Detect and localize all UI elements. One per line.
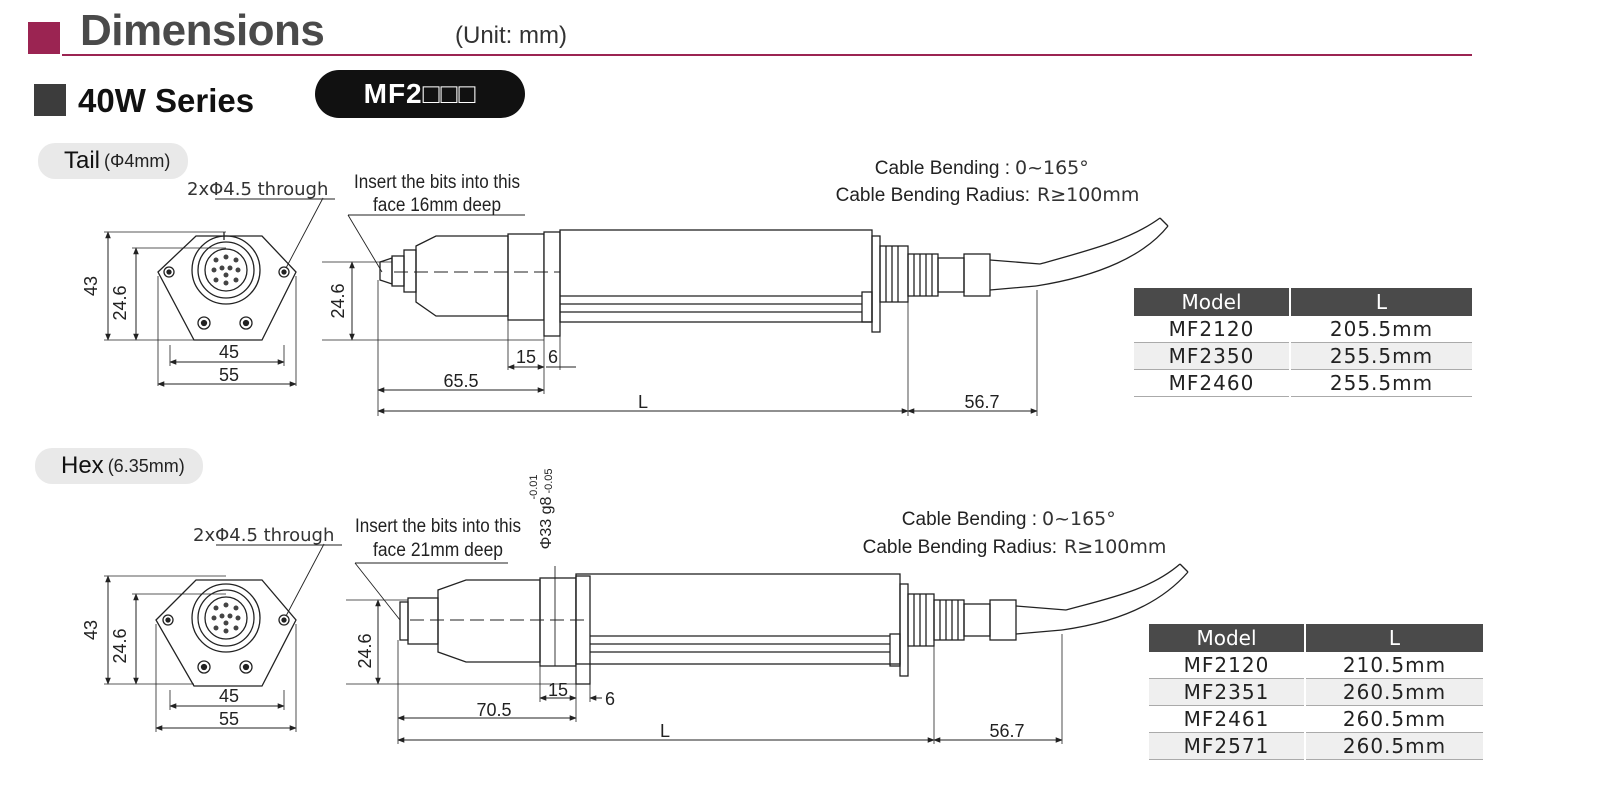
hex-fit-label: Φ33 g8: [538, 497, 555, 550]
table-cell: 205.5mm: [1290, 316, 1472, 343]
tail-side-view: [322, 214, 1169, 416]
hex-dim-body-height: 24.6: [355, 633, 375, 668]
hex-label-sub: (6.35mm): [107, 455, 185, 476]
hex-dim-seg2: 6: [605, 689, 615, 709]
table-header-row: Model L: [1149, 624, 1483, 652]
hex-fit-tol-lower: -0.05: [543, 468, 555, 493]
tail-dim-flange-height: 43: [81, 276, 101, 296]
hex-dim-flange-outer: 55: [219, 709, 239, 729]
tail-label-sub: (Φ4mm): [104, 150, 171, 171]
hex-dim-length: L: [660, 721, 670, 741]
table-cell: MF2120: [1149, 652, 1306, 679]
tail-dim-length: L: [638, 392, 648, 412]
tail-dim-flange-outer: 55: [219, 365, 239, 385]
tail-dim-lead: 65.5: [443, 371, 478, 391]
hex-cable-radius-label: Cable Bending Radius:: [863, 537, 1057, 558]
hex-insert-note-2: face 21mm deep: [373, 540, 503, 561]
hex-fit-tol-upper: -0.01: [528, 474, 540, 499]
hex-dim-flange-inner: 45: [219, 686, 239, 706]
hex-dim-seg1: 15: [548, 680, 568, 700]
table-cell: 260.5mm: [1305, 732, 1483, 760]
hex-side-view: [346, 562, 1189, 744]
hex-section-label: Hex (6.35mm): [35, 448, 203, 484]
tail-cable-radius-value: R≥100mm: [1037, 184, 1139, 206]
model-badge: MF2□□□: [315, 70, 525, 118]
table-cell: MF2350: [1134, 342, 1291, 370]
unit-label: (Unit: mm): [455, 22, 567, 49]
hex-hole-note: 2xΦ4.5 through: [193, 525, 334, 546]
table-cell: MF2571: [1149, 732, 1306, 760]
series-title: 40W Series: [78, 82, 255, 119]
hex-dim-lead: 70.5: [476, 700, 511, 720]
hex-dim-flange-height: 43: [81, 620, 101, 640]
table-cell: MF2461: [1149, 705, 1306, 733]
hex-flange-view: [104, 543, 342, 732]
series-square: [34, 84, 66, 116]
tail-cable-bending-label: Cable Bending :: [875, 158, 1010, 179]
tail-label: Tail: [64, 147, 101, 174]
tail-section-label: Tail (Φ4mm): [38, 143, 189, 179]
tail-dim-connector-height: 24.6: [110, 285, 130, 320]
table-cell: 210.5mm: [1305, 652, 1483, 679]
table-cell: MF2351: [1149, 678, 1306, 706]
hex-dim-tail: 56.7: [989, 721, 1024, 741]
tail-dim-seg2: 6: [548, 347, 558, 367]
tail-hole-note: 2xΦ4.5 through: [187, 179, 328, 200]
table-cell: 260.5mm: [1305, 705, 1483, 733]
table-cell: 255.5mm: [1290, 342, 1472, 370]
table-header-model: Model: [1149, 624, 1306, 652]
tail-dim-seg1: 15: [516, 347, 536, 367]
tail-insert-note-1: Insert the bits into this: [354, 172, 520, 193]
hex-cable-bending-label: Cable Bending :: [902, 509, 1037, 530]
tail-flange-view: [104, 197, 335, 387]
table-header-l: L: [1290, 288, 1472, 316]
hex-cable-radius-value: R≥100mm: [1064, 536, 1166, 558]
table-cell: MF2460: [1134, 369, 1291, 397]
table-cell: 260.5mm: [1305, 678, 1483, 706]
tail-dim-tail: 56.7: [964, 392, 999, 412]
tail-dim-flange-inner: 45: [219, 342, 239, 362]
table-header-row: Model L: [1134, 288, 1472, 316]
tail-dim-body-height: 24.6: [328, 283, 348, 318]
model-prefix: MF2: [363, 78, 423, 109]
model-suffix: □□□: [422, 78, 477, 109]
table-cell: MF2120: [1134, 316, 1291, 343]
table-cell: 255.5mm: [1290, 369, 1472, 397]
tail-cable-radius-label: Cable Bending Radius:: [836, 185, 1030, 206]
table-header-model: Model: [1134, 288, 1291, 316]
table-header-l: L: [1305, 624, 1483, 652]
tail-cable-bending-value: 0~165°: [1015, 157, 1089, 179]
header-accent-square: [28, 22, 60, 54]
hex-insert-note-1: Insert the bits into this: [355, 516, 521, 537]
page-title: Dimensions: [80, 6, 325, 55]
tail-insert-note-2: face 16mm deep: [373, 195, 501, 216]
header-divider: [62, 54, 1472, 56]
hex-cable-bending-value: 0~165°: [1042, 508, 1116, 530]
hex-dim-connector-height: 24.6: [110, 628, 130, 663]
hex-label: Hex: [61, 452, 104, 479]
